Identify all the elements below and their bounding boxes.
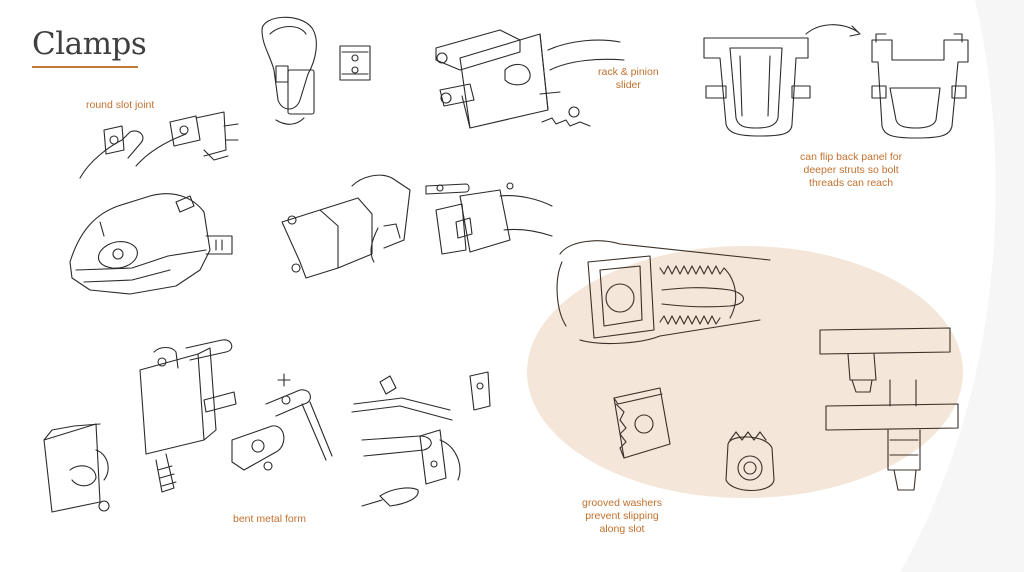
grooved-slot-rack-sketch-icon xyxy=(557,241,958,490)
note-round-slot-joint: round slot joint xyxy=(86,99,155,111)
highlight-blob xyxy=(527,246,963,498)
bent-metal-form-sketch-icon xyxy=(44,340,332,512)
round-slot-joint-sketch-icon xyxy=(80,112,238,178)
clamp-body-sketch-icon xyxy=(70,194,232,294)
note-bent-metal-form: bent metal form xyxy=(233,513,306,525)
page-title: Clamps xyxy=(32,26,147,62)
bent-bracket-clamp-sketch-icon xyxy=(282,175,552,278)
note-flip-back-panel: can flip back panel for deeper struts so… xyxy=(800,151,903,189)
clip-detail-sketch-icon xyxy=(352,372,490,506)
hand-grip-clamp-sketch-icon xyxy=(262,17,370,124)
grooved-washer-sketch-icon xyxy=(614,388,774,491)
flip-panel-after-sketch-icon xyxy=(872,34,968,138)
title-underline xyxy=(32,66,138,68)
note-grooved-washers: grooved washers prevent slipping along s… xyxy=(582,497,662,535)
flip-arrow xyxy=(806,25,858,34)
note-rack-pinion: rack & pinion slider xyxy=(598,66,659,91)
flip-arrowhead xyxy=(850,26,860,36)
rack-pinion-slider-sketch-icon xyxy=(436,30,624,128)
flip-panel-before-sketch-icon xyxy=(704,38,810,136)
